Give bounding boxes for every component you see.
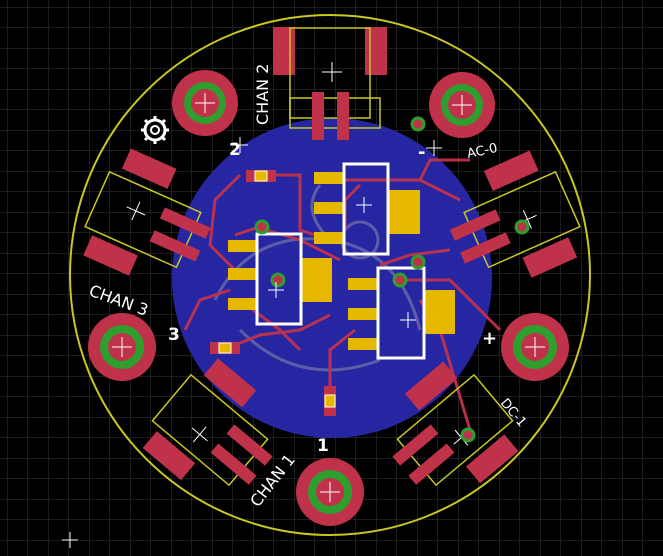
label-pin1: 1: [317, 436, 329, 456]
label-pin2: 2: [229, 140, 241, 160]
resistor-left: [210, 342, 240, 354]
resistor-bottom: [324, 386, 336, 416]
label-plus: +: [482, 328, 497, 349]
resistor-top-left: [246, 170, 276, 182]
mount-hole-bottom: [296, 458, 364, 526]
mount-hole-top-left: [172, 70, 238, 136]
board-outline: [69, 14, 591, 536]
ic-left: [228, 232, 332, 326]
connector-bottom-right: [392, 361, 519, 487]
mount-hole-right: [501, 313, 569, 381]
label-ac0: AC-0: [466, 141, 499, 162]
mount-hole-top-right: [429, 72, 495, 138]
origin-cross-icon: [62, 137, 442, 548]
connector-top: [273, 27, 387, 140]
label-chan2: CHAN 2: [253, 64, 272, 125]
vias: [254, 116, 530, 443]
label-pin3: 3: [168, 325, 180, 345]
ic-top: [314, 162, 420, 256]
ic-right: [348, 266, 455, 360]
gear-icon: [141, 116, 169, 144]
mount-hole-left: [88, 313, 156, 381]
connector-left-upper: [83, 148, 211, 276]
label-minus: -: [418, 142, 425, 163]
connector-bottom-left: [142, 358, 273, 487]
connector-right-upper: [449, 150, 581, 278]
